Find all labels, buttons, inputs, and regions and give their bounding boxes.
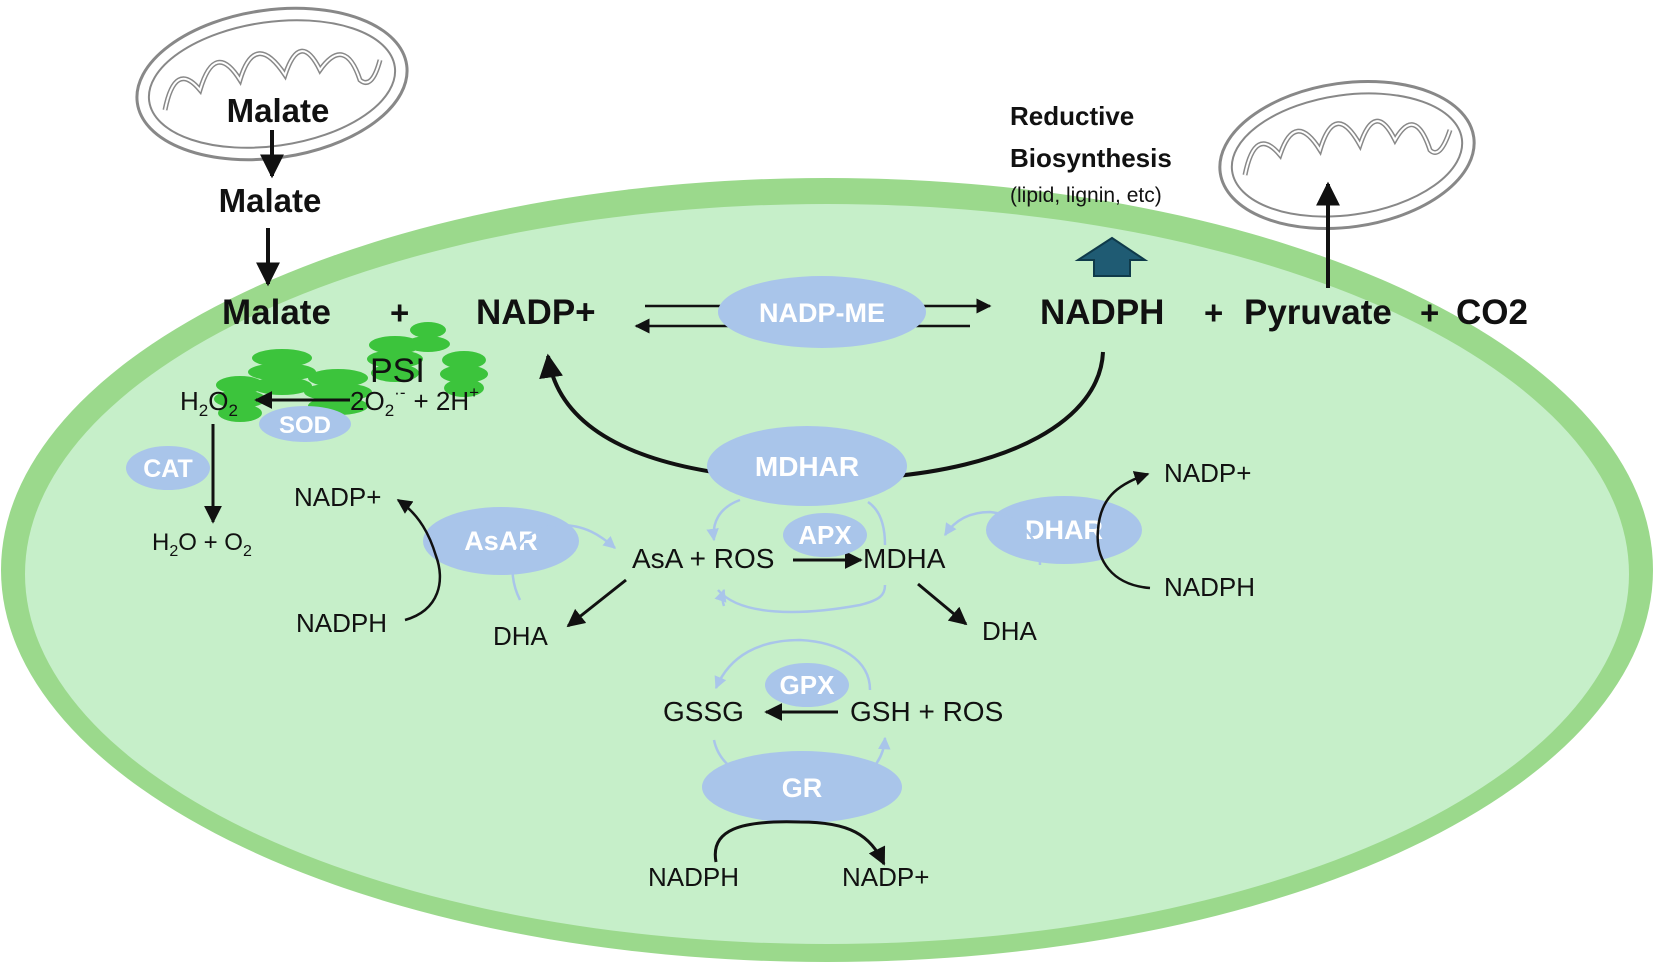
reductive-up-arrow-icon xyxy=(1074,236,1149,277)
mdhar-light-arc-left xyxy=(706,498,741,542)
asar-light-arc xyxy=(511,523,616,601)
gpx-enzyme xyxy=(765,663,849,707)
asar-label: AsAR xyxy=(464,526,538,556)
reductive-line3: (lipid, lignin, etc) xyxy=(1010,184,1162,207)
psi-thylakoid-icon xyxy=(214,322,488,422)
gsh-light-arc xyxy=(714,638,872,691)
dhar-nadph-arc xyxy=(1096,471,1151,590)
dhar-light-arc xyxy=(943,510,1042,566)
asar-nadp-label: NADP+ xyxy=(294,482,381,512)
mito-malate-label: Malate xyxy=(227,92,330,129)
h2o2-label: H2O2 xyxy=(180,386,238,420)
nadp-me-label: NADP-ME xyxy=(759,298,885,328)
cell-inner xyxy=(25,204,1629,944)
gpx-label: GPX xyxy=(780,670,836,700)
reaction-nadp: NADP+ xyxy=(476,293,596,332)
gr-nadph-label: NADPH xyxy=(648,862,739,892)
asar-nadph-arc xyxy=(396,498,442,622)
mitochondrion-right-icon xyxy=(1218,80,1476,230)
dhar-enzyme xyxy=(986,496,1142,564)
cytosol-malate-label: Malate xyxy=(219,182,322,219)
dhar-nadp-label: NADP+ xyxy=(1164,458,1251,488)
reductive-line1: Reductive xyxy=(1010,101,1134,131)
cat-label: CAT xyxy=(143,455,193,483)
nadp-me-enzyme xyxy=(718,276,926,348)
cat-enzyme xyxy=(126,446,210,490)
reaction-nadph: NADPH xyxy=(1040,293,1164,332)
dha-label: DHA xyxy=(982,616,1038,646)
reaction-co2: CO2 xyxy=(1456,293,1528,332)
mdhar-light-arc-right xyxy=(867,500,887,546)
mdha-label: MDHA xyxy=(863,543,946,574)
apx-enzyme xyxy=(783,513,867,557)
regen-light-arc-top xyxy=(714,588,727,607)
gssg-label: GSSG xyxy=(663,696,744,727)
gsh-ros-label: GSH + ROS xyxy=(850,696,1003,727)
mdhar-enzyme xyxy=(707,426,907,506)
gr-enzyme xyxy=(702,751,902,823)
water-oxygen-label: H2O + O2 xyxy=(152,529,252,560)
reaction-plus-3: + xyxy=(1420,294,1439,331)
gr-label: GR xyxy=(782,773,823,803)
reaction-plus-1: + xyxy=(390,294,409,331)
asa-ros-label: AsA + ROS xyxy=(632,543,774,574)
gr-nadp-label: NADP+ xyxy=(842,862,929,892)
sod-enzyme xyxy=(259,406,351,442)
asa-to-dha-arrow xyxy=(566,578,627,628)
sod-label: SOD xyxy=(279,412,331,439)
mdha-to-dha-arrow xyxy=(917,582,968,626)
asar-dha-label: DHA xyxy=(493,621,549,651)
reductive-line2: Biosynthesis xyxy=(1010,143,1172,173)
reaction-plus-2: + xyxy=(1204,294,1223,331)
psi-label: PSI xyxy=(370,352,425,390)
dhar-label: DHAR xyxy=(1025,515,1103,545)
apx-label: APX xyxy=(798,520,852,550)
regen-light-arc-left xyxy=(717,584,887,614)
superoxide-label: 2O2·-+ 2H+ xyxy=(350,383,479,420)
reaction-malate: Malate xyxy=(222,293,331,332)
asar-nadph-label: NADPH xyxy=(296,608,387,638)
reaction-pyruvate: Pyruvate xyxy=(1244,293,1392,332)
dhar-nadph-label: NADPH xyxy=(1164,572,1255,602)
mdhar-label: MDHAR xyxy=(755,451,859,482)
asar-enzyme xyxy=(423,507,579,575)
gr-cofactor-arc xyxy=(713,820,886,866)
